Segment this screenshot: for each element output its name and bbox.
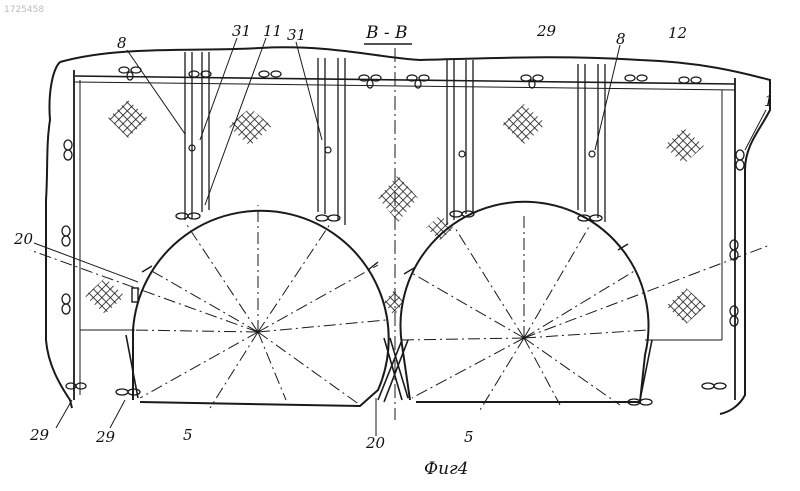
left-hoop [133, 211, 389, 406]
label-29-top: 29 [536, 22, 557, 40]
label-8-left: 8 [117, 34, 127, 52]
leader-lines [34, 38, 766, 436]
label-29-bottom: 29 [95, 428, 116, 446]
label-20-center: 20 [365, 434, 386, 452]
label-1: 1 [764, 92, 774, 110]
label-12: 12 [668, 24, 687, 42]
section-title: B - B [365, 23, 408, 43]
post-rings [189, 145, 595, 157]
label-31-left: 31 [232, 22, 251, 40]
label-20-left: 20 [13, 230, 34, 248]
label-5-right: 5 [464, 428, 474, 446]
label-11: 11 [263, 22, 282, 40]
left-hoop-radials [30, 205, 386, 408]
label-31-right: 31 [287, 26, 306, 44]
right-hoop-radials [402, 214, 770, 410]
figure-caption: Фиг4 [424, 459, 468, 479]
label-8-right: 8 [616, 30, 626, 48]
label-5-left: 5 [183, 426, 193, 444]
net-outline [46, 47, 770, 414]
corner-mark: 1725458 [4, 5, 44, 15]
label-29-bottom-left: 29 [29, 426, 50, 444]
